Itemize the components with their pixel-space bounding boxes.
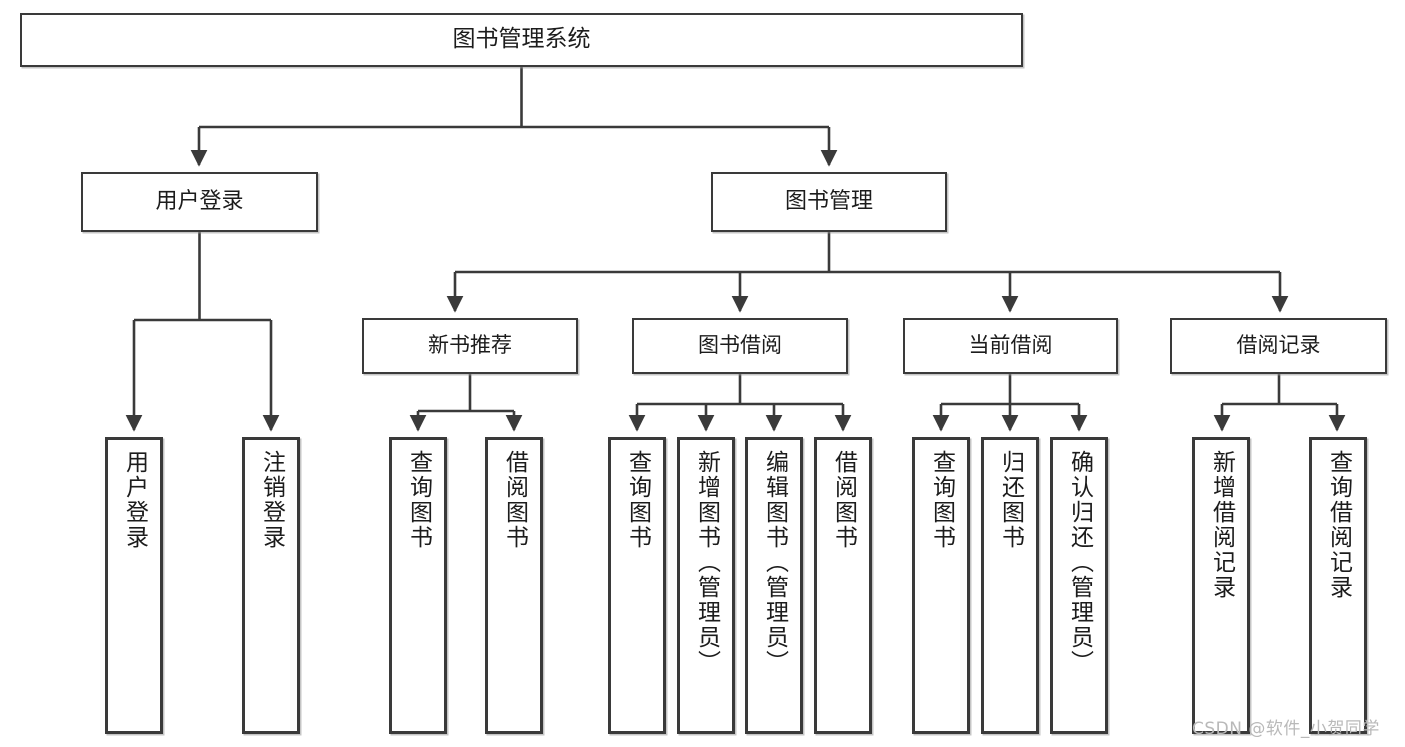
node-label: 图书借阅	[698, 333, 782, 358]
node-label: 当前借阅	[968, 333, 1053, 358]
node-label: 新书推荐	[428, 333, 512, 358]
node-leaf-user-logout[interactable]: 注销登录	[242, 437, 300, 734]
node-label: 查询图书	[405, 450, 432, 550]
node-leaf-edit-book[interactable]: 编辑图书（管理员）	[745, 437, 803, 734]
node-leaf-query-book-3[interactable]: 查询图书	[912, 437, 970, 734]
node-new-book-recommend[interactable]: 新书推荐	[362, 318, 578, 374]
node-label: 新增借阅记录	[1208, 450, 1235, 600]
node-book-manage[interactable]: 图书管理	[711, 172, 947, 232]
node-current-borrow[interactable]: 当前借阅	[903, 318, 1118, 374]
node-leaf-borrow-book-2[interactable]: 借阅图书	[814, 437, 872, 734]
node-label: 借阅图书	[830, 450, 857, 550]
node-label: 用户登录	[121, 450, 148, 550]
node-label: 借阅记录	[1236, 333, 1321, 358]
node-label: 归还图书	[997, 450, 1024, 550]
node-label: 确认归还（管理员）	[1066, 450, 1093, 675]
node-leaf-add-record[interactable]: 新增借阅记录	[1192, 437, 1250, 734]
node-book-borrow[interactable]: 图书借阅	[632, 318, 848, 374]
node-leaf-user-login[interactable]: 用户登录	[105, 437, 163, 734]
node-label: 查询图书	[624, 450, 651, 550]
node-root-system[interactable]: 图书管理系统	[20, 13, 1023, 67]
node-borrow-record[interactable]: 借阅记录	[1170, 318, 1387, 374]
node-label: 用户登录	[155, 188, 244, 214]
node-leaf-confirm-return[interactable]: 确认归还（管理员）	[1050, 437, 1108, 734]
node-label: 图书管理	[784, 188, 873, 214]
node-leaf-return-book[interactable]: 归还图书	[981, 437, 1039, 734]
node-label: 新增图书（管理员）	[693, 450, 720, 675]
node-user-login[interactable]: 用户登录	[81, 172, 318, 232]
node-label: 查询借阅记录	[1325, 450, 1352, 600]
node-label: 编辑图书（管理员）	[761, 450, 788, 675]
node-leaf-add-book[interactable]: 新增图书（管理员）	[677, 437, 735, 734]
watermark-text: CSDN @软件_小贺同学	[1192, 719, 1380, 739]
node-leaf-query-record[interactable]: 查询借阅记录	[1309, 437, 1367, 734]
node-leaf-borrow-book-1[interactable]: 借阅图书	[485, 437, 543, 734]
node-label: 借阅图书	[501, 450, 528, 550]
node-label: 注销登录	[258, 450, 285, 550]
node-leaf-query-book-2[interactable]: 查询图书	[608, 437, 666, 734]
node-label: 查询图书	[928, 450, 955, 550]
node-leaf-query-book-1[interactable]: 查询图书	[389, 437, 447, 734]
node-label: 图书管理系统	[452, 26, 591, 53]
